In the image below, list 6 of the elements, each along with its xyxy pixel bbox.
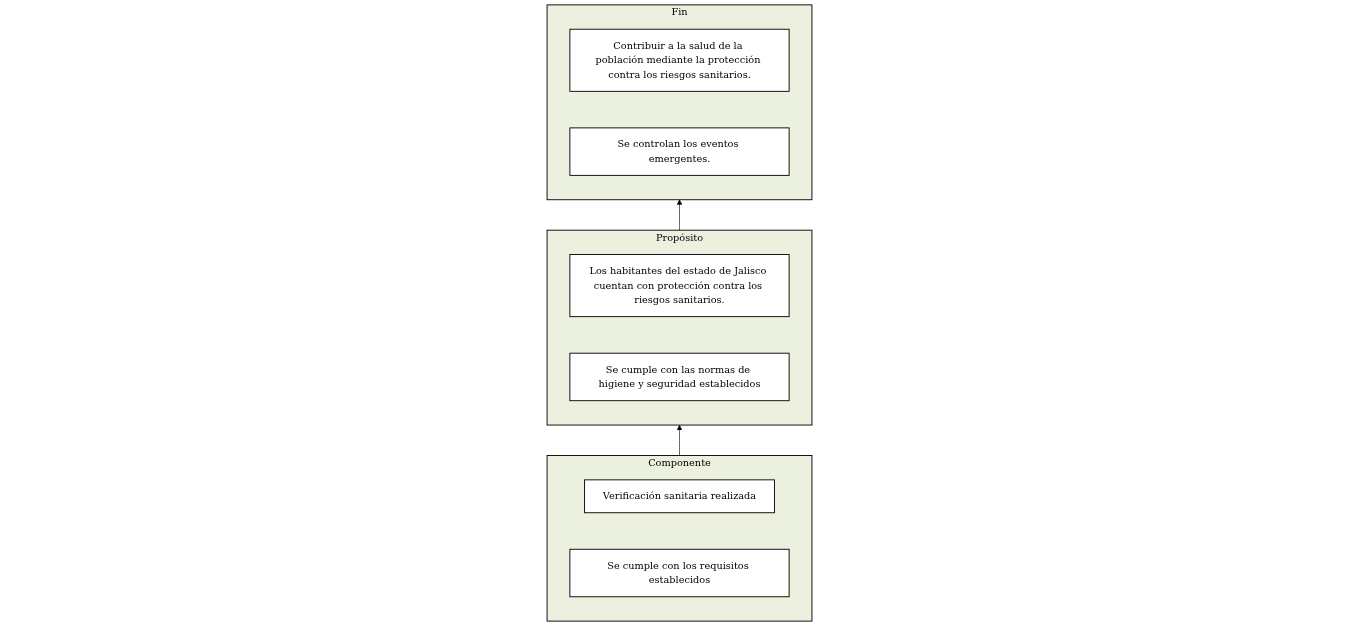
node-box: Se cumple con los requisitos establecidos	[569, 548, 790, 598]
node-box: Se controlan los eventos emergentes.	[569, 127, 790, 176]
node-box: Contribuir a la salud de la población mediante la protección contra los riesgos sanitarios.	[569, 28, 790, 92]
node-box: Verificación sanitaria realizada	[584, 479, 775, 514]
node-box: Los habitantes del estado de Jalisco cuentan con protección contra los riesgos sanitarios.	[569, 254, 790, 318]
node-box: Se cumple con las normas de higiene y seguridad establecidos	[569, 352, 790, 402]
